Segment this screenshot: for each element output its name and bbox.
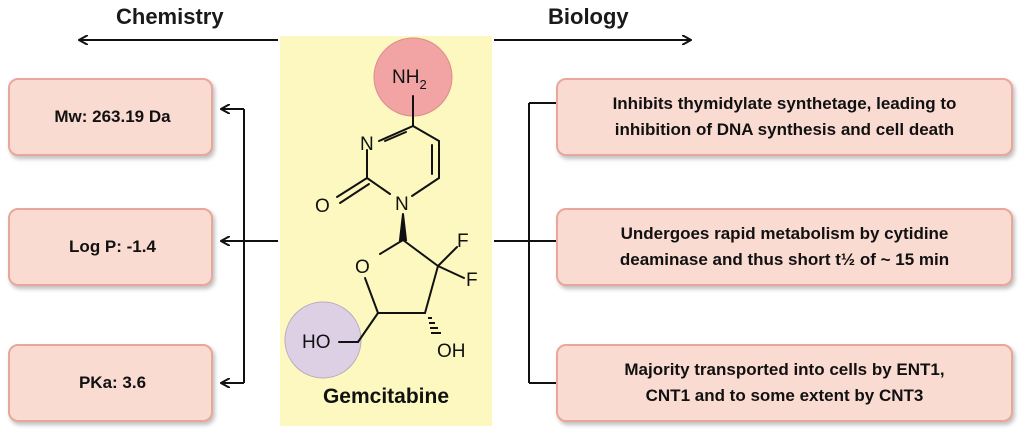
n1-label: N [395, 194, 409, 215]
fact-line: deaminase and thus short t½ of ~ 15 min [619, 250, 950, 269]
biology-box-transport: Majority transported into cells by ENT1,… [556, 344, 1013, 422]
carbonyl-oxygen-label: O [315, 196, 330, 217]
amine-label: NH2 [392, 67, 427, 92]
property-box-logp: Log P: -1.4 [8, 208, 213, 286]
molecule-name: Gemcitabine [322, 385, 450, 408]
hydroxyl-label: OH [437, 341, 466, 362]
hydroxyl-highlight [284, 301, 362, 379]
ring-oxygen-label: O [355, 257, 370, 278]
fact-line: Majority transported into cells by ENT1, [624, 360, 945, 379]
hydroxymethyl-label: HO [302, 332, 331, 353]
fact-line: CNT1 and to some extent by CNT3 [645, 386, 924, 405]
molecule-bonds [336, 95, 465, 343]
fact-line: Undergoes rapid metabolism by cytidine [620, 224, 949, 243]
property-box-pka: PKa: 3.6 [8, 344, 213, 422]
property-label: Log P: -1.4 [69, 237, 156, 256]
fluorine-label-2: F [466, 270, 478, 291]
chemistry-connector [222, 109, 278, 383]
property-label: Mw: 263.19 Da [54, 107, 171, 126]
biology-connector [494, 103, 564, 383]
chemistry-heading: Chemistry [116, 4, 224, 29]
biology-heading: Biology [548, 4, 629, 29]
fact-line: inhibition of DNA synthesis and cell dea… [614, 120, 955, 139]
n3-label: N [360, 134, 374, 155]
fluorine-label-1: F [457, 231, 469, 252]
fact-line: Inhibits thymidylate synthetage, leading… [612, 94, 957, 113]
property-box-mw: Mw: 263.19 Da [8, 78, 213, 156]
property-label: PKa: 3.6 [78, 373, 147, 392]
stereo-bonds [398, 213, 441, 334]
biology-box-metabolism: Undergoes rapid metabolism by cytidine d… [556, 208, 1013, 286]
biology-box-mechanism: Inhibits thymidylate synthetage, leading… [556, 78, 1013, 156]
